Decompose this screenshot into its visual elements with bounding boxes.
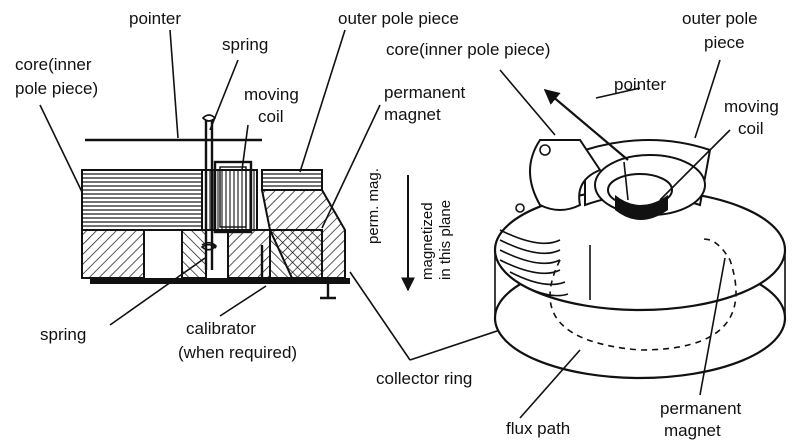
outer-pole-left [261, 169, 323, 191]
label-outer-pole-piece-right-1: outer pole [682, 9, 758, 28]
label-outer-pole-piece-left: outer pole piece [338, 9, 459, 28]
right-leader-lines [499, 59, 731, 419]
label-outer-pole-piece-right-2: piece [704, 33, 745, 52]
pointer-right [543, 89, 629, 161]
left-cross-section [81, 114, 415, 300]
label-pointer-right: pointer [614, 75, 666, 94]
label-permanent-magnet-left-2: magnet [384, 105, 441, 124]
lower-magnet-block [269, 229, 323, 279]
base-plate [90, 278, 350, 284]
pole-wing-left [529, 139, 602, 211]
moving-coil-left [213, 160, 253, 234]
label-spring-top: spring [222, 35, 268, 54]
label-core-inner-left-1: core(inner [15, 55, 92, 74]
moving-coil-right [615, 195, 668, 220]
spring-top-shape [201, 114, 217, 122]
label-core-inner-right: core(inner pole piece) [386, 40, 550, 59]
label-calibrator-2: (when required) [178, 343, 297, 362]
label-moving-coil-right-2: coil [738, 119, 764, 138]
label-permanent-magnet-left-1: permanent [384, 83, 466, 102]
label-permanent-magnet-right-2: magnet [664, 421, 721, 440]
core-inner-pole-left-2 [201, 169, 258, 231]
lower-block-left [81, 229, 145, 279]
labels: pointer outer pole piece spring core(inn… [15, 9, 779, 440]
lower-block-right [227, 229, 271, 279]
right-3d-view [493, 89, 787, 380]
core-inner-pole-left [81, 169, 203, 231]
label-moving-coil-right-1: moving [724, 97, 779, 116]
label-perm-mag: perm. mag. [365, 168, 382, 244]
flux-path-line [549, 238, 737, 351]
label-spring-bottom: spring [40, 325, 86, 344]
label-permanent-magnet-right-1: permanent [660, 399, 742, 418]
laminations [499, 229, 591, 300]
label-collector-ring: collector ring [376, 369, 472, 388]
label-flux-path: flux path [506, 419, 570, 438]
label-moving-coil-left-2: coil [258, 107, 284, 126]
label-moving-coil-left-1: moving [244, 85, 299, 104]
label-pointer-left: pointer [129, 9, 181, 28]
label-core-inner-left-2: pole piece) [15, 79, 98, 98]
calibrator [260, 245, 336, 300]
label-magnetized-2: in this plane [437, 200, 454, 280]
spring-bottom-shape [200, 241, 218, 251]
label-calibrator-1: calibrator [186, 319, 256, 338]
label-magnetized-1: magnetized [419, 202, 436, 280]
